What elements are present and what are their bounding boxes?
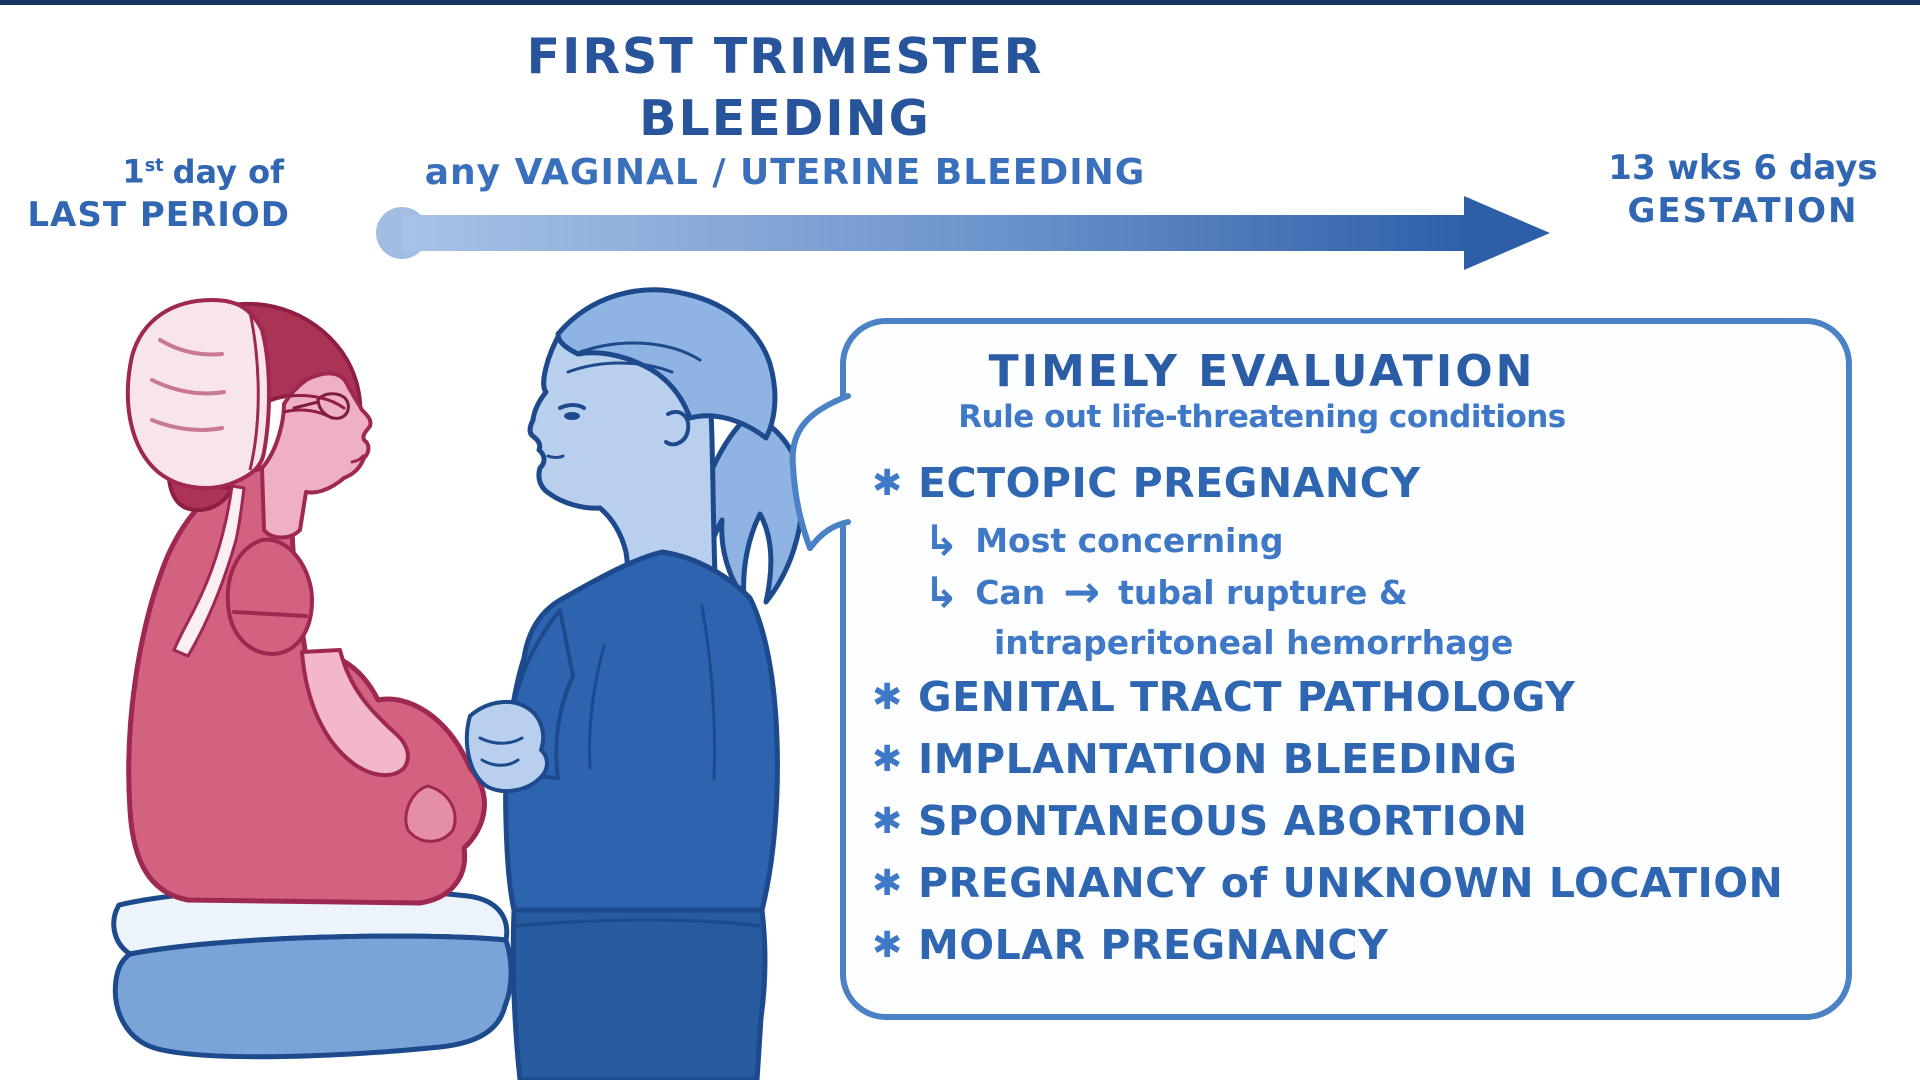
list-subitem-can-lead-to: ↳ Can → tubal rupture & — [924, 566, 1822, 618]
branch-arrow-icon: ↳ — [924, 567, 960, 617]
subitem-text: Can — [975, 572, 1046, 612]
timeline-end-label: 13 wks 6 days GESTATION — [1578, 146, 1908, 232]
branch-arrow-icon: ↳ — [924, 515, 960, 565]
list-item-molar-pregnancy: ✱ MOLAR PREGNANCY — [872, 914, 1822, 976]
timeline-end-line2: GESTATION — [1627, 191, 1859, 231]
timeline-start-rest: day of — [172, 152, 284, 191]
glasses-icon — [292, 392, 350, 420]
list-item-spontaneous-abortion: ✱ SPONTANEOUS ABORTION — [872, 790, 1822, 852]
asterisk-bullet-icon: ✱ — [872, 862, 903, 904]
page-subtitle: any VAGINAL / UTERINE BLEEDING — [424, 152, 1146, 193]
list-item-ectopic-pregnancy: ✱ ECTOPIC PREGNANCY — [872, 452, 1822, 514]
subitem-text: tubal rupture & — [1118, 572, 1408, 612]
exam-cushion — [111, 886, 514, 1060]
timeline-arrowhead-icon — [1464, 196, 1550, 270]
condition-label: IMPLANTATION BLEEDING — [918, 735, 1518, 783]
list-item-implantation-bleeding: ✱ IMPLANTATION BLEEDING — [872, 728, 1822, 790]
asterisk-bullet-icon: ✱ — [872, 924, 903, 966]
page-title: FIRST TRIMESTER BLEEDING — [526, 28, 1044, 147]
timeline-start-number: 1 — [122, 152, 145, 191]
timeline-arrow — [376, 196, 1550, 270]
condition-list: ✱ ECTOPIC PREGNANCY ↳ Most concerning ↳ … — [872, 452, 1822, 976]
timeline-bar — [402, 215, 1472, 251]
condition-label: SPONTANEOUS ABORTION — [918, 797, 1528, 845]
evaluation-subtitle: Rule out life-threatening conditions — [958, 399, 1566, 435]
timeline-start-line2: LAST PERIOD — [27, 194, 290, 235]
patient-illustration — [125, 298, 487, 906]
asterisk-bullet-icon: ✱ — [872, 800, 903, 842]
list-item-pregnancy-unknown-location: ✱ PREGNANCY of UNKNOWN LOCATION — [872, 852, 1822, 914]
speech-bubble: TIMELY EVALUATION Rule out life-threaten… — [840, 318, 1852, 1020]
condition-label: PREGNANCY of UNKNOWN LOCATION — [918, 859, 1784, 907]
right-arrow-icon: → — [1063, 566, 1101, 618]
timeline-start-label: 1st day of LAST PERIOD — [22, 144, 290, 236]
subitem-text: Most concerning — [975, 520, 1284, 560]
asterisk-bullet-icon: ✱ — [872, 676, 903, 718]
timeline-start-ordinal: st — [144, 156, 164, 176]
asterisk-bullet-icon: ✱ — [872, 738, 903, 780]
list-item-genital-tract-pathology: ✱ GENITAL TRACT PATHOLOGY — [872, 666, 1822, 728]
list-subitem-continuation: intraperitoneal hemorrhage — [994, 618, 1822, 666]
timeline-end-line1: 13 wks 6 days — [1608, 148, 1878, 188]
subitem-text: intraperitoneal hemorrhage — [994, 622, 1514, 662]
evaluation-title: TIMELY EVALUATION — [988, 346, 1536, 397]
timeline-start-line1: 1st day of — [22, 144, 290, 194]
speech-bubble-tail-icon — [789, 393, 860, 551]
clinician-illustration — [464, 287, 805, 1080]
condition-label: ECTOPIC PREGNANCY — [918, 459, 1421, 507]
list-subitem-most-concerning: ↳ Most concerning — [924, 514, 1822, 566]
illustration — [111, 287, 805, 1080]
condition-label: GENITAL TRACT PATHOLOGY — [918, 673, 1576, 721]
asterisk-bullet-icon: ✱ — [872, 462, 903, 504]
condition-label: MOLAR PREGNANCY — [918, 921, 1389, 969]
header: FIRST TRIMESTER BLEEDING any VAGINAL / U… — [375, 26, 1195, 196]
top-border-line — [0, 0, 1920, 5]
